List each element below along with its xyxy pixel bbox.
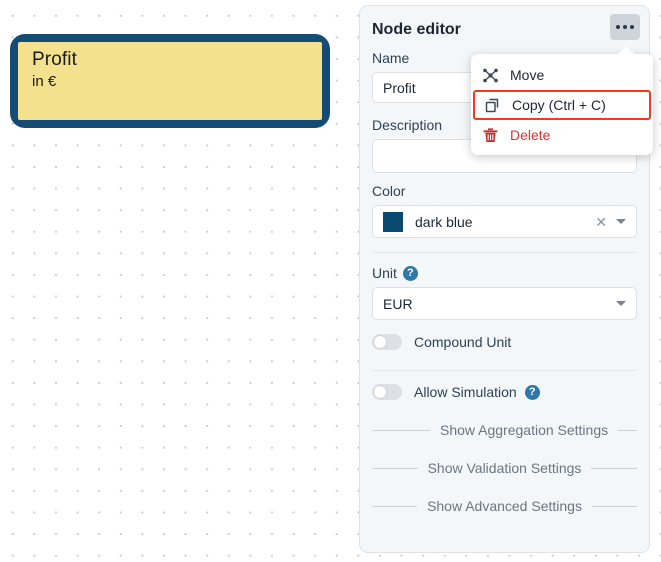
- help-icon[interactable]: ?: [524, 384, 540, 400]
- menu-item-move[interactable]: Move: [471, 60, 653, 90]
- field-unit: Unit ? EUR: [372, 265, 637, 320]
- menu-item-delete-label: Delete: [510, 127, 551, 143]
- allow-simulation-toggle[interactable]: [372, 384, 402, 400]
- color-label: Color: [372, 183, 406, 199]
- show-validation-settings-label: Show Validation Settings: [427, 460, 582, 476]
- unit-value: EUR: [383, 295, 413, 312]
- node-card-body: Profit in €: [18, 42, 322, 120]
- node-title: Profit: [32, 49, 77, 70]
- divider-line: [372, 429, 430, 431]
- node-unit-label: in €: [32, 73, 57, 90]
- node-card-profit[interactable]: Profit in €: [10, 34, 330, 128]
- menu-item-delete[interactable]: Delete: [471, 120, 653, 150]
- allow-simulation-text: Allow Simulation: [414, 384, 517, 400]
- ellipsis-dot: [616, 25, 620, 29]
- color-swatch: [383, 211, 403, 232]
- unit-label: Unit ?: [372, 265, 637, 281]
- description-label: Description: [372, 117, 443, 133]
- page-title: Node editor: [372, 21, 461, 38]
- menu-item-copy-label: Copy (Ctrl + C): [512, 97, 606, 113]
- divider-line: [372, 467, 418, 469]
- show-aggregation-settings[interactable]: Show Aggregation Settings: [372, 422, 637, 438]
- move-nodes-icon: [482, 67, 499, 84]
- chevron-down-icon[interactable]: [616, 301, 626, 306]
- toggle-compound-unit[interactable]: Compound Unit: [372, 334, 637, 350]
- show-advanced-settings-label: Show Advanced Settings: [427, 498, 582, 514]
- menu-item-move-label: Move: [510, 67, 545, 83]
- unit-select[interactable]: EUR: [372, 287, 637, 320]
- trash-icon: [482, 127, 499, 144]
- show-advanced-settings[interactable]: Show Advanced Settings: [372, 498, 638, 514]
- divider: [372, 252, 637, 253]
- chevron-down-icon[interactable]: [616, 219, 626, 224]
- toggle-allow-simulation[interactable]: Allow Simulation ?: [372, 384, 637, 400]
- color-value: dark blue: [415, 213, 473, 230]
- context-menu: Move Copy (Ctrl + C) Delete: [471, 46, 653, 155]
- show-validation-settings[interactable]: Show Validation Settings: [372, 460, 637, 476]
- divider: [372, 370, 637, 371]
- show-aggregation-settings-label: Show Aggregation Settings: [440, 422, 609, 438]
- toggle-knob: [373, 385, 387, 399]
- color-select[interactable]: dark blue ✕: [372, 205, 637, 238]
- divider-line: [372, 505, 418, 507]
- compound-unit-toggle[interactable]: [372, 334, 402, 350]
- field-color: Color dark blue ✕: [372, 183, 637, 238]
- name-label: Name: [372, 50, 410, 66]
- copy-icon: [484, 97, 501, 114]
- ellipsis-dot: [623, 25, 627, 29]
- divider-line: [618, 429, 637, 431]
- panel-header: Node editor: [360, 6, 649, 50]
- ellipsis-dot: [630, 25, 634, 29]
- menu-item-copy[interactable]: Copy (Ctrl + C): [473, 90, 651, 120]
- compound-unit-label: Compound Unit: [414, 334, 512, 350]
- unit-label-text: Unit: [372, 265, 397, 281]
- close-icon[interactable]: ✕: [595, 213, 607, 230]
- ellipsis-icon[interactable]: [610, 14, 640, 40]
- menu-arrow: [617, 46, 635, 55]
- toggle-knob: [373, 335, 387, 349]
- help-icon[interactable]: ?: [402, 265, 418, 281]
- allow-simulation-label: Allow Simulation ?: [414, 384, 540, 400]
- divider-line: [591, 467, 637, 469]
- divider-line: [591, 505, 638, 507]
